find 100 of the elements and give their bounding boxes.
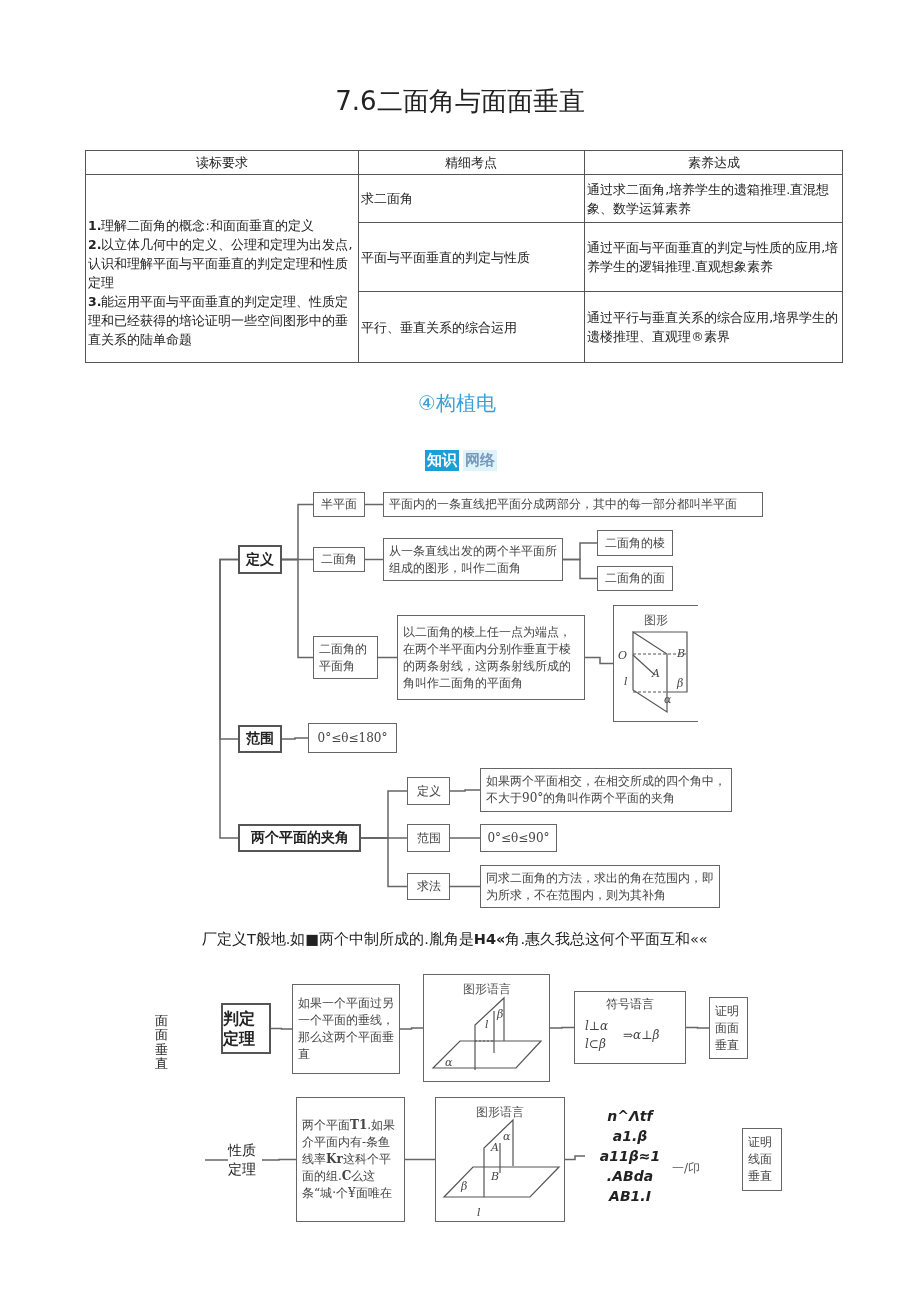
- concept-box: [597, 530, 673, 556]
- point-label: l: [477, 1206, 481, 1219]
- connector-line: [377, 656, 398, 659]
- connector-line: [270, 1027, 293, 1030]
- point-label: β: [497, 1008, 504, 1021]
- point-label: β: [461, 1180, 468, 1193]
- definition-note: 厂定义T般地.如■两个中制所成的.胤角是H4«角.惠久我总这何个平面互和««: [202, 930, 708, 949]
- theorem-label: 性质定理: [228, 1141, 257, 1179]
- concept-box: [480, 824, 557, 852]
- topic-box: [238, 545, 282, 574]
- box-text: 平面内的一条直线把平面分成两部分，其中的每一部分都叫半平面: [389, 496, 738, 513]
- connector-line: [449, 837, 481, 839]
- table-cell: 通过平行与垂直关系的综合应用,培界学生的遗楼推理、直观理®素界: [584, 291, 843, 363]
- concept-box: [313, 636, 378, 679]
- requirement-text: 3.能运用平面与平面垂直的判定定理、性质定理和已经获得的培论证明一些空间图形中的垂直关系的陆单命题: [88, 293, 350, 349]
- table-cell: 平面与平面垂直的判定与性质: [358, 222, 585, 292]
- section-tag: 知识: [425, 450, 459, 471]
- box-text: 符号语言: [605, 996, 655, 1013]
- connector-line: [261, 1158, 297, 1161]
- column-header: 读标要求: [85, 150, 359, 175]
- point-label: l: [485, 1018, 489, 1031]
- connector-line: [404, 1158, 436, 1161]
- page-title: 7.6二面角与面面垂直: [334, 85, 586, 118]
- concept-box: [574, 991, 686, 1064]
- connector-line: [562, 558, 598, 580]
- section-heading: ④构植电: [418, 390, 496, 417]
- box-text: 两个平面T1.如果介平面内有-条鱼线率Kr这科个平面的组.C么这条“城·个¥面唯在: [302, 1117, 397, 1202]
- concept-box: [383, 538, 563, 581]
- box-text: 求法: [416, 878, 441, 895]
- table-cell: 通过求二面角,培养学生的遗箱推理.直混想象、数学运算素养: [584, 174, 843, 223]
- box-text: 范围: [246, 730, 274, 748]
- concept-box: [407, 777, 450, 805]
- box-text: 二面角的平面角: [319, 640, 368, 675]
- section-tag: 网络: [463, 450, 497, 471]
- side-heading: 面面垂直: [155, 1014, 168, 1072]
- formula-text: ⇒α⊥β: [623, 1027, 660, 1044]
- connector-line: [360, 837, 408, 888]
- box-text: 两个平面的夹角: [250, 829, 349, 847]
- formula-text: AB1.I: [609, 1187, 651, 1206]
- box-text: 半平面: [321, 496, 357, 513]
- concept-box: [397, 615, 585, 700]
- box-text: 二面角的棱: [605, 534, 665, 552]
- point-label: β: [677, 677, 684, 690]
- concept-box: [383, 492, 763, 517]
- connector-line: [399, 1027, 424, 1030]
- topic-box: [238, 725, 282, 753]
- requirement-text: 1.理解二面角的概念:和面面垂直的定义: [88, 217, 315, 235]
- column-header: 素养达成: [584, 150, 843, 175]
- figure-title: 图形语言: [476, 1104, 524, 1121]
- box-text: 0°≤θ≤180°: [317, 729, 388, 747]
- point-label: B: [677, 647, 686, 660]
- concept-box: [296, 1097, 405, 1222]
- box-text: 从一条直线出发的两个半平面所组成的图形，叫作二面角: [389, 542, 557, 577]
- formula-text: l⊥α: [585, 1018, 609, 1035]
- formula-text: a11β≈1: [599, 1147, 661, 1166]
- box-text: 0°≤θ≤90°: [487, 829, 550, 847]
- concept-box: [407, 824, 450, 852]
- figure-title: 图形语言: [462, 981, 511, 998]
- connector-line: [219, 558, 239, 839]
- connector-line: [685, 1026, 710, 1029]
- figure-panel: [435, 1097, 565, 1222]
- box-text: 证明线面垂直: [748, 1134, 773, 1185]
- concept-box: [480, 768, 732, 812]
- box-text: 如果两个平面相交，在相交所成的四个角中，不大于90°的角叫作两个平面的夹角: [486, 773, 726, 807]
- figure-panel: [613, 605, 698, 722]
- point-label: l: [624, 675, 628, 688]
- box-text: 定义: [416, 782, 441, 800]
- column-header: 精细考点: [358, 150, 585, 175]
- formula-text: l⊂β: [585, 1036, 606, 1053]
- arrow-text: 一/卬: [672, 1160, 701, 1177]
- concept-box: [292, 984, 400, 1074]
- table-cell: 平行、垂直关系的综合运用: [358, 291, 585, 363]
- concept-box: [313, 547, 365, 572]
- figure-title: 图形: [644, 612, 668, 629]
- topic-box: [238, 824, 361, 852]
- connector-line: [449, 885, 481, 888]
- point-label: B: [491, 1170, 500, 1183]
- connector-line: [281, 737, 309, 740]
- point-label: A: [491, 1141, 499, 1154]
- concept-box: [480, 865, 720, 908]
- connector-line: [549, 1026, 575, 1029]
- box-text: 证明面面垂直: [715, 1002, 740, 1054]
- point-label: A: [652, 667, 660, 680]
- box-text: 范围: [416, 829, 441, 847]
- box-text: 定义: [246, 550, 274, 569]
- table-cell: 通过平面与平面垂直的判定与性质的应用,培养学生的逻辑推理.直观想象素养: [584, 222, 843, 292]
- concept-box: [742, 1128, 782, 1191]
- concept-box: [313, 492, 365, 517]
- box-text: 判定定理: [223, 1008, 256, 1049]
- formula-text: a1.β: [612, 1127, 648, 1146]
- connector-line: [204, 1159, 229, 1161]
- box-text: 如果一个平面过另一个平面的垂线，那么这两个平面垂直: [298, 995, 394, 1063]
- box-text: 二面角的面: [605, 570, 665, 587]
- requirement-text: 2.以立体几何中的定义、公理和定理为出发点,认识和理解平面与平面垂直的判定定理和性质定理: [88, 236, 354, 292]
- box-text: 二面角: [321, 551, 357, 568]
- connector-line: [564, 1155, 586, 1161]
- figure-panel: [423, 974, 550, 1082]
- connector-line: [584, 656, 614, 665]
- point-label: α: [445, 1056, 453, 1069]
- box-text: 以二面角的棱上任一点为端点，在两个半平面内分别作垂直于棱的两条射线，这两条射线所成的角叫作二面角的平面角: [403, 623, 572, 692]
